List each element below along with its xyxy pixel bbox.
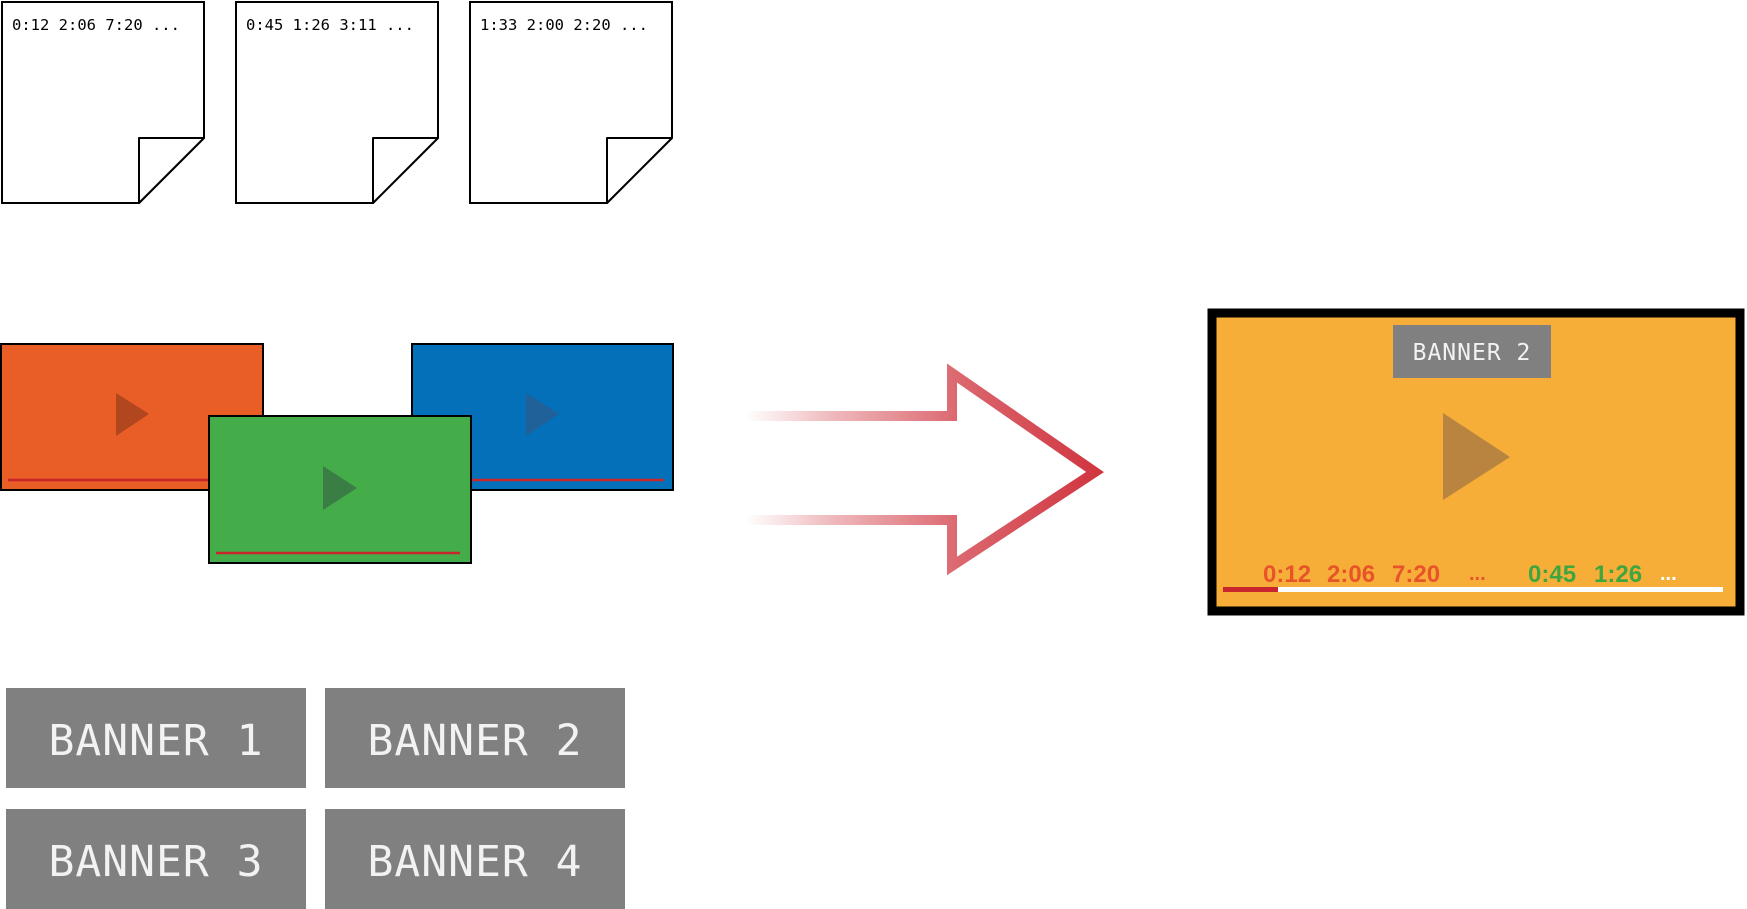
player-timestamps: 0:12 2:06 7:20 ... 0:45 1:26 ...	[1263, 561, 1677, 588]
timestamp-ellipsis: ...	[1469, 563, 1486, 585]
banner-1: BANNER 1	[6, 688, 306, 788]
right-arrow-icon	[745, 363, 1104, 576]
player-banner-label: BANNER 2	[1413, 340, 1532, 366]
progress-fill	[1223, 587, 1278, 592]
document-1: 0:12 2:06 7:20 ...	[1, 1, 205, 204]
banner-4-label: BANNER 4	[367, 837, 582, 887]
timestamp-marker[interactable]: 0:45	[1528, 561, 1576, 588]
timestamp-ellipsis: ...	[1660, 563, 1677, 585]
timestamp-marker[interactable]: 7:20	[1392, 561, 1440, 588]
document-3-corner-fold	[606, 137, 673, 204]
document-3-timestamps: 1:33 2:00 2:20 ...	[480, 16, 648, 34]
progress-track[interactable]	[1223, 587, 1723, 592]
video-green	[208, 415, 472, 564]
document-1-timestamps: 0:12 2:06 7:20 ...	[12, 16, 180, 34]
document-2-corner-fold	[372, 137, 439, 204]
banner-2-label: BANNER 2	[367, 716, 582, 766]
timestamp-marker[interactable]: 1:26	[1594, 561, 1642, 588]
video-player: BANNER 2 0:12 2:06 7:20 ... 0:45 1:26 ..…	[1207, 308, 1745, 616]
play-icon	[116, 393, 149, 436]
timestamp-marker[interactable]: 0:12	[1263, 561, 1311, 588]
banner-3-label: BANNER 3	[48, 837, 263, 887]
document-1-corner-fold	[138, 137, 205, 204]
video-orange	[0, 343, 264, 491]
document-2: 0:45 1:26 3:11 ...	[235, 1, 439, 204]
play-icon	[526, 393, 559, 436]
banner-1-label: BANNER 1	[48, 716, 263, 766]
banner-2: BANNER 2	[325, 688, 625, 788]
document-2-timestamps: 0:45 1:26 3:11 ...	[246, 16, 414, 34]
player-banner-box	[1393, 325, 1551, 378]
document-3: 1:33 2:00 2:20 ...	[469, 1, 673, 204]
banner-4: BANNER 4	[325, 809, 625, 909]
play-icon	[323, 466, 357, 510]
timestamp-marker[interactable]: 2:06	[1327, 561, 1375, 588]
play-icon[interactable]	[1443, 413, 1510, 500]
video-green-frame	[208, 415, 472, 564]
banner-3: BANNER 3	[6, 809, 306, 909]
